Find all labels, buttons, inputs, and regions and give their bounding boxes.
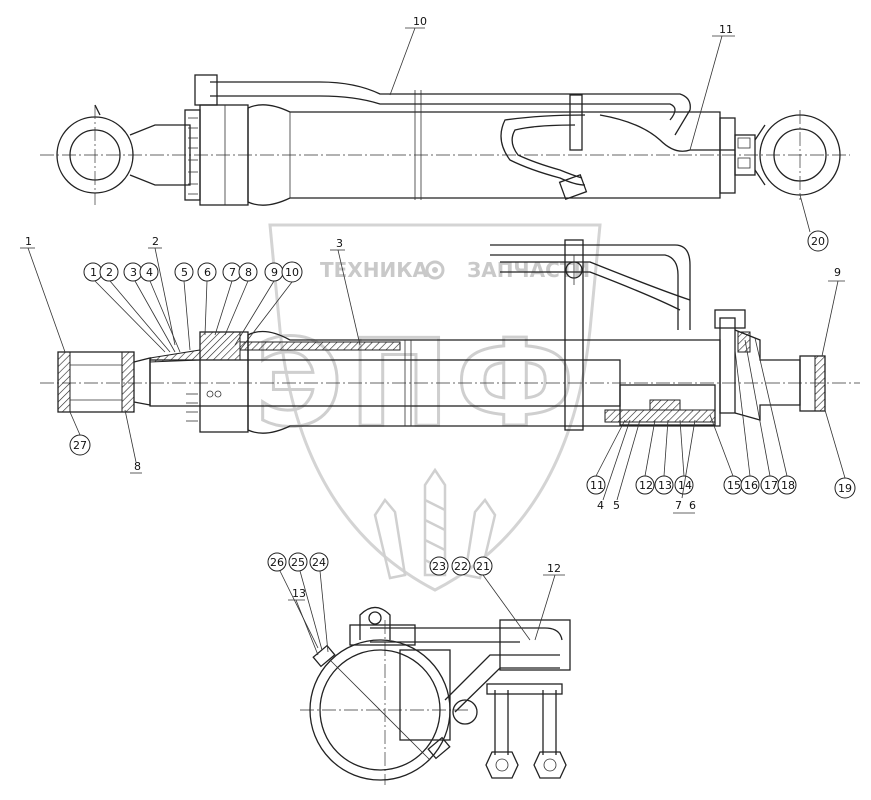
callout-label: 5 [613,499,620,512]
watermark-left-text: ТЕХНИКА [320,258,429,282]
callout-label: 14 [678,479,692,492]
wheat-icon [373,467,497,580]
gear-icon [425,260,445,280]
callout-label: 2 [106,266,113,279]
callout-label: 6 [689,499,696,512]
top-view-callouts: 10 11 20 [389,15,829,252]
callout-label: 10 [285,266,299,279]
callout-label: 17 [764,479,778,492]
callout-label: 2 [152,235,159,248]
callout-label: 11 [590,479,604,492]
callout-label: 16 [744,479,758,492]
callout-row-top: 1 2 3 4 5 6 7 8 9 10 [83,261,303,353]
callout-label: 13 [292,587,306,600]
callout-label: 20 [811,235,825,248]
callout-label: 1 [25,235,32,248]
callout-label: 3 [130,266,137,279]
callout-label: 26 [270,556,284,569]
callout-label: 8 [245,266,252,279]
callout-label: 6 [204,266,211,279]
callout-label: 9 [834,266,841,279]
callout-label: 7 [229,266,236,279]
callout-label: 5 [181,266,188,279]
top-view [40,74,850,206]
section-view [40,239,860,434]
callout-label: 15 [727,479,741,492]
callout-label: 18 [781,479,795,492]
callout-label: 25 [291,556,305,569]
callout-label: 4 [146,266,153,279]
watermark: ТЕХНИКА ЗАПЧАСТИ ЭПФ [254,223,602,592]
callout-label: 9 [271,266,278,279]
callout-label: 27 [73,439,87,452]
callout-label: 24 [312,556,326,569]
callout-label: 23 [432,560,446,573]
callout-label: 21 [476,560,490,573]
callout-label: 8 [134,460,141,473]
callout-label: 12 [639,479,653,492]
callout-label: 22 [454,560,468,573]
callout-label: 12 [547,562,561,575]
callout-label: 4 [597,499,604,512]
callout-label: 7 [675,499,682,512]
section-view-callouts: 1 2 3 1 2 3 4 5 6 7 8 9 10 9 [20,235,856,514]
watermark-shield [268,223,602,592]
clamp-callouts: 26 25 24 13 23 22 21 12 [267,552,565,656]
callout-label: 10 [413,15,427,28]
watermark-logo-letters: ЭПФ [255,315,581,454]
callout-label: 19 [838,482,852,495]
clamp-detail-view [300,606,571,785]
callout-label: 3 [336,237,343,250]
callout-label: 1 [90,266,97,279]
callout-label: 11 [719,23,733,36]
callout-label: 13 [658,479,672,492]
